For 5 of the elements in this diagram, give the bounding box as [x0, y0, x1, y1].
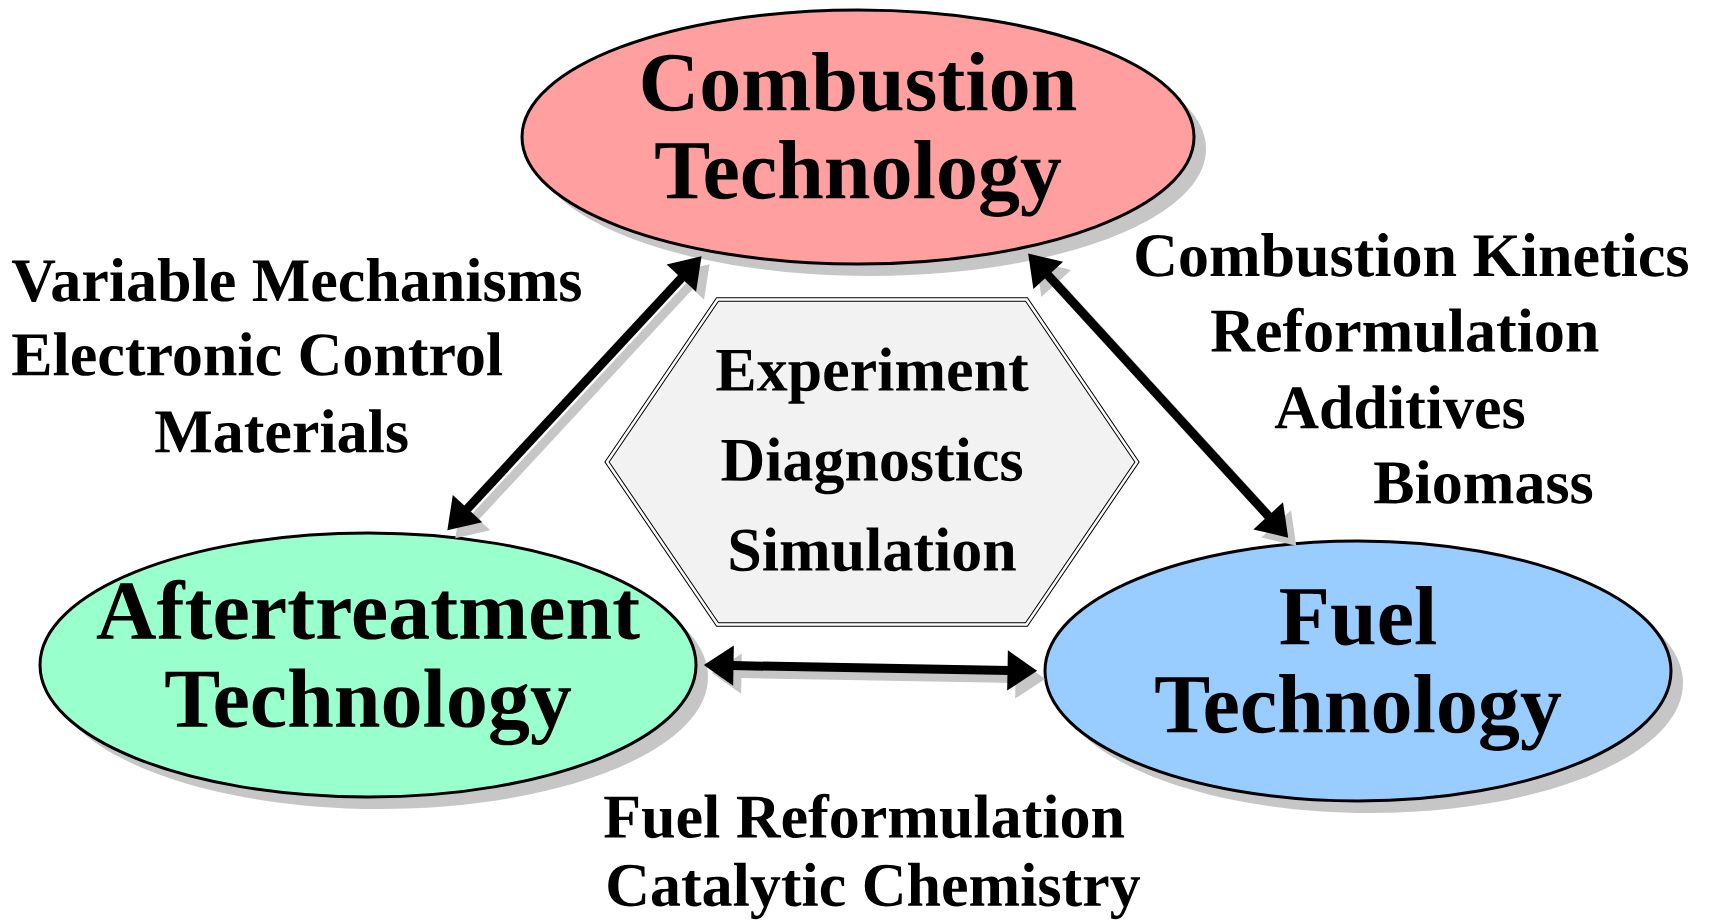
- label-text: Reformulation: [1211, 307, 1599, 353]
- label-text: Electronic Control: [12, 332, 503, 376]
- label-text: Materials: [155, 409, 408, 453]
- label-text: Additives: [1274, 385, 1525, 429]
- label-text: Catalytic Chemistry: [608, 862, 1141, 920]
